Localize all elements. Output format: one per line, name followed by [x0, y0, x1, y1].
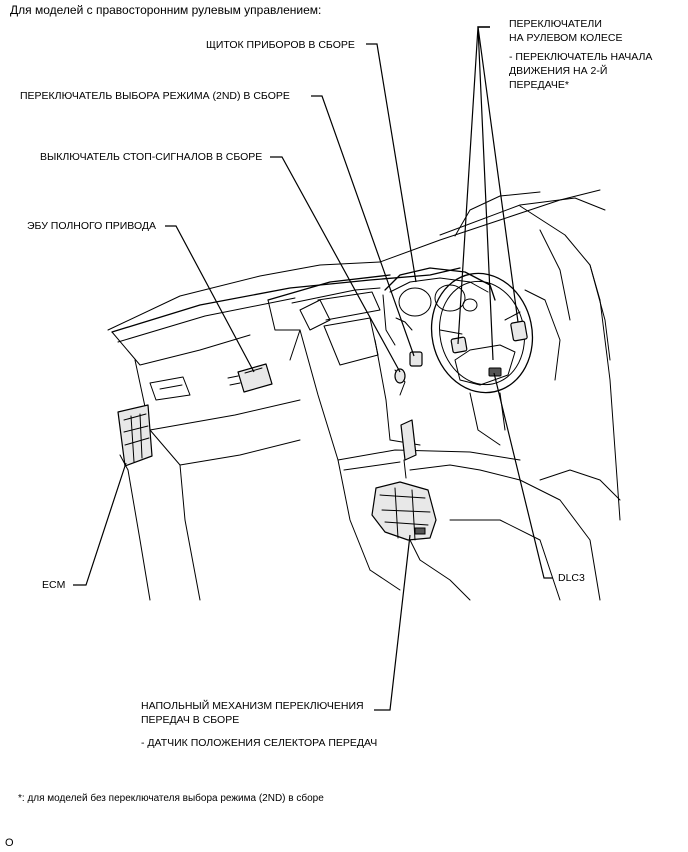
fourwd-ecu-drawing	[227, 363, 273, 393]
label-steering-switches-line1: ПЕРЕКЛЮЧАТЕЛИ	[509, 18, 602, 30]
label-mode-switch: ПЕРЕКЛЮЧАТЕЛЬ ВЫБОРА РЕЖИМА (2ND) В СБОР…	[20, 90, 290, 102]
label-instrument-cluster: ЩИТОК ПРИБОРОВ В СБОРЕ	[206, 39, 355, 51]
ecm-drawing	[117, 404, 153, 467]
label-ecm: ECM	[42, 579, 66, 591]
cabin-outline	[107, 189, 621, 601]
leader-lines	[73, 26, 553, 711]
label-steering-sub-line3: ПЕРЕДАЧЕ*	[509, 79, 569, 91]
label-fourwd-ecu: ЭБУ ПОЛНОГО ПРИВОДА	[27, 220, 157, 232]
label-steering-sub-line1: - ПЕРЕКЛЮЧАТЕЛЬ НАЧАЛА	[509, 51, 653, 63]
label-steering-sub-line2: ДВИЖЕНИЯ НА 2-Й	[509, 65, 608, 77]
diagram-heading: Для моделей с правосторонним рулевым упр…	[10, 3, 322, 17]
label-steering-switches-line2: НА РУЛЕВОМ КОЛЕСЕ	[509, 32, 623, 44]
instrument-cluster-drawing	[382, 267, 496, 396]
label-shift-sensor: - ДАТЧИК ПОЛОЖЕНИЯ СЕЛЕКТОРА ПЕРЕДАЧ	[141, 737, 378, 749]
label-shift-lever-line1: НАПОЛЬНЫЙ МЕХАНИЗМ ПЕРЕКЛЮЧЕНИЯ	[141, 700, 364, 712]
label-stop-light-switch: ВЫКЛЮЧАТЕЛЬ СТОП-СИГНАЛОВ В СБОРЕ	[40, 151, 263, 163]
label-dlc3: DLC3	[558, 572, 585, 584]
shift-lever-drawing	[371, 419, 437, 541]
label-shift-lever-line2: ПЕРЕДАЧ В СБОРЕ	[141, 714, 240, 726]
corner-mark: O	[5, 837, 14, 849]
footnote: *: для моделей без переключателя выбора …	[18, 793, 324, 804]
